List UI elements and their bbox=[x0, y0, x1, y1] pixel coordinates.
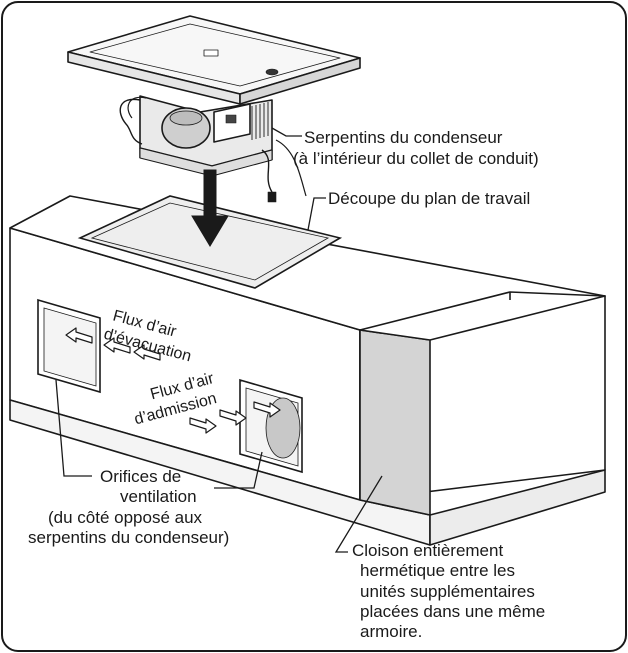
partition-panel bbox=[359, 329, 431, 516]
cord-plug bbox=[267, 191, 277, 203]
power-cord bbox=[261, 149, 273, 193]
refrigerant-tubing-left bbox=[119, 98, 143, 145]
cabinet-base-side bbox=[429, 469, 606, 546]
leader-countertop-cutout bbox=[307, 197, 326, 231]
leader-sealed-partition bbox=[334, 475, 383, 553]
pan-drain-hole bbox=[265, 68, 279, 76]
exhaust-airflow-arrows bbox=[65, 327, 161, 361]
label-sealed-partition-line4: placées dans une même bbox=[360, 602, 545, 621]
label-sealed-partition-line3: unités supplémentaires bbox=[360, 582, 535, 601]
label-vent-openings-line2: ventilation bbox=[120, 487, 197, 506]
label-vent-openings-line3: (du côté opposé aux bbox=[48, 508, 203, 527]
leader-condenser-coils bbox=[271, 127, 302, 137]
exhaust-arrow-1 bbox=[65, 327, 93, 344]
control-indicator bbox=[225, 114, 237, 124]
cutout-inner-edge bbox=[90, 202, 330, 281]
label-condenser-coils-line2: (à l’intérieur du collet de conduit) bbox=[293, 149, 539, 168]
exhaust-vent bbox=[37, 298, 101, 394]
leader-vent-openings-exhaust bbox=[55, 379, 92, 477]
refrigerant-tubing-left-2 bbox=[127, 96, 147, 119]
condenser-coil-fins bbox=[251, 102, 269, 140]
intake-arrow-3 bbox=[253, 401, 281, 418]
label-vent-openings-line1: Orifices de bbox=[100, 467, 181, 486]
intake-arrow-1 bbox=[189, 417, 217, 434]
leader-lines bbox=[55, 127, 383, 553]
unit-pan-rim-inner bbox=[89, 23, 341, 87]
label-vent-openings-line4: serpentins du condenseur) bbox=[28, 528, 229, 547]
install-direction-arrow bbox=[191, 169, 229, 247]
pan-drain-square bbox=[203, 49, 219, 57]
exhaust-arrow-2 bbox=[103, 337, 131, 354]
intake-arrow-2 bbox=[219, 409, 247, 426]
label-condenser-coils-line1: Serpentins du condenseur bbox=[304, 128, 503, 147]
drain-hose bbox=[275, 139, 307, 197]
label-sealed-partition-line5: armoire. bbox=[360, 622, 422, 641]
label-countertop-cutout: Découpe du plan de travail bbox=[328, 189, 530, 208]
label-sealed-partition-line1: Cloison entièrement bbox=[352, 541, 503, 560]
unit-pan-side bbox=[239, 57, 361, 105]
label-sealed-partition-line2: hermétique entre les bbox=[360, 561, 515, 580]
refrigeration-unit bbox=[67, 15, 361, 203]
intake-airflow-arrows bbox=[189, 401, 281, 434]
compressor-top bbox=[169, 110, 203, 126]
exhaust-arrow-3 bbox=[133, 344, 161, 361]
partition-top-open bbox=[359, 291, 606, 341]
leader-vent-openings-intake bbox=[214, 451, 263, 489]
